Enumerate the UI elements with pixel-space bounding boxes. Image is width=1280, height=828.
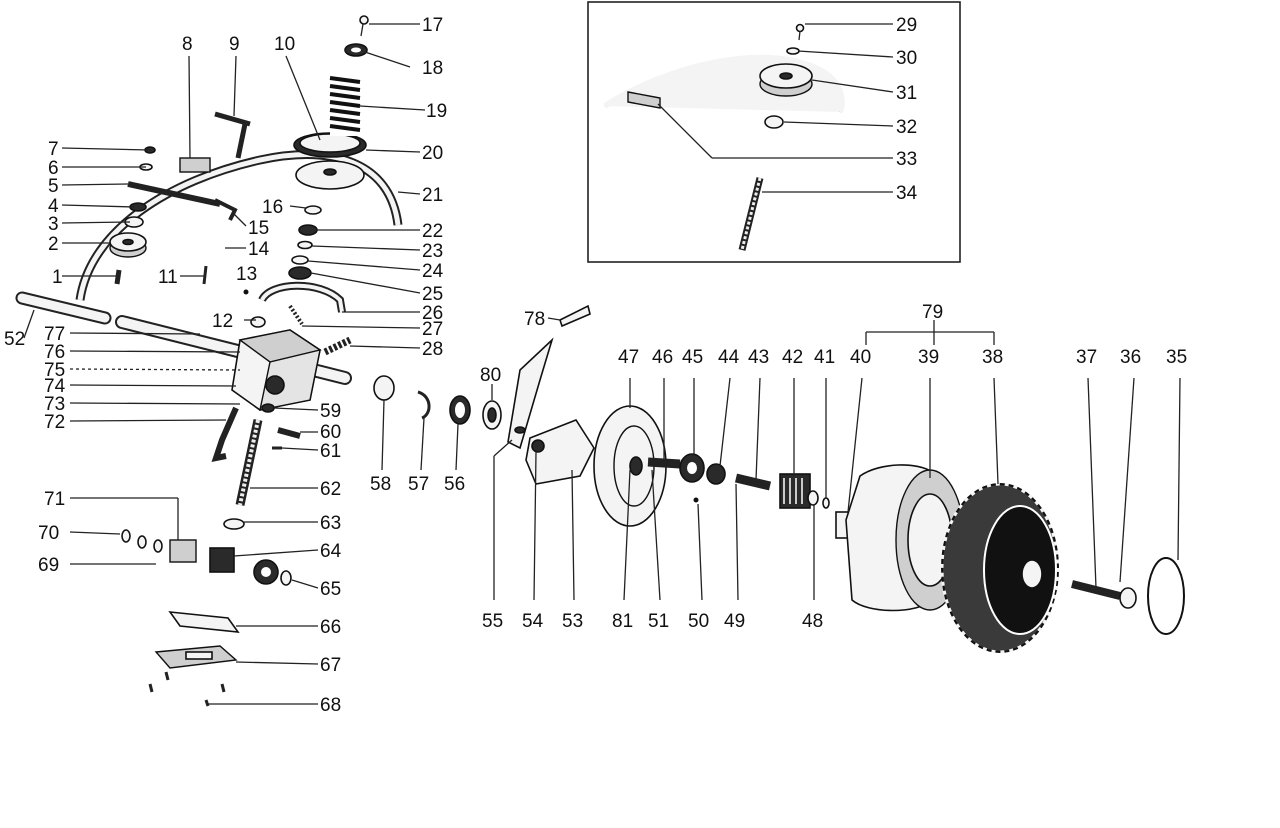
part-label-63: 63 [320, 513, 341, 534]
part-label-55: 55 [482, 611, 503, 632]
part-label-68: 68 [320, 695, 341, 716]
part-label-80: 80 [480, 365, 501, 386]
part-label-19: 19 [426, 101, 447, 122]
part-label-11: 11 [158, 267, 178, 288]
part-label-54: 54 [522, 611, 544, 632]
part-label-38: 38 [982, 347, 1003, 368]
part-label-22: 22 [422, 221, 443, 242]
part-label-59: 59 [320, 401, 341, 422]
part-label-16: 16 [262, 197, 283, 218]
part-label-43: 43 [748, 347, 769, 368]
part-label-45: 45 [682, 347, 703, 368]
part-label-9: 9 [229, 34, 240, 55]
part-label-12: 12 [212, 311, 233, 332]
part-label-51: 51 [648, 611, 669, 632]
part-label-20: 20 [422, 143, 443, 164]
part-label-10: 10 [274, 34, 295, 55]
part-label-79: 79 [922, 302, 943, 323]
part-label-71: 71 [44, 489, 65, 510]
part-label-77: 77 [44, 324, 65, 345]
part-label-44: 44 [718, 347, 740, 368]
part-label-3: 3 [48, 214, 59, 235]
part-label-26: 26 [422, 303, 443, 324]
axle-housing [15, 291, 352, 707]
mid-parts [373, 304, 830, 527]
part-label-8: 8 [182, 34, 193, 55]
part-label-48: 48 [802, 611, 823, 632]
part-label-67: 67 [320, 655, 341, 676]
wheel-assembly [835, 464, 1185, 654]
part-label-50: 50 [688, 611, 709, 632]
part-label-14: 14 [248, 239, 270, 260]
part-label-53: 53 [562, 611, 583, 632]
part-label-29: 29 [896, 15, 917, 36]
part-label-74: 74 [44, 376, 66, 397]
part-label-21: 21 [422, 185, 443, 206]
inset-detail-box [587, 1, 961, 263]
part-label-17: 17 [422, 15, 443, 36]
part-labels: 1 2 3 4 5 6 7 8 9 10 11 12 13 14 15 16 1… [4, 15, 1187, 716]
part-label-64: 64 [320, 541, 342, 562]
part-label-33: 33 [896, 149, 917, 170]
part-label-58: 58 [370, 474, 391, 495]
part-label-25: 25 [422, 284, 443, 305]
part-label-40: 40 [850, 347, 871, 368]
part-label-61: 61 [320, 441, 341, 462]
part-label-37: 37 [1076, 347, 1097, 368]
part-label-24: 24 [422, 261, 444, 282]
part-label-42: 42 [782, 347, 803, 368]
part-label-36: 36 [1120, 347, 1141, 368]
part-label-6: 6 [48, 158, 59, 179]
part-label-52: 52 [4, 329, 25, 350]
part-label-7: 7 [48, 139, 59, 160]
part-label-32: 32 [896, 117, 917, 138]
part-label-30: 30 [896, 48, 917, 69]
part-label-2: 2 [48, 234, 59, 255]
part-label-69: 69 [38, 555, 59, 576]
part-label-23: 23 [422, 241, 443, 262]
part-label-57: 57 [408, 474, 429, 495]
part-label-81: 81 [612, 611, 633, 632]
part-label-62: 62 [320, 479, 341, 500]
part-label-73: 73 [44, 394, 65, 415]
part-label-28: 28 [422, 339, 443, 360]
part-label-13: 13 [236, 264, 257, 285]
part-label-60: 60 [320, 422, 341, 443]
part-label-75: 75 [44, 360, 65, 381]
part-label-76: 76 [44, 342, 65, 363]
part-label-49: 49 [724, 611, 745, 632]
handle-assembly [75, 15, 403, 328]
part-label-34: 34 [896, 183, 918, 204]
part-label-31: 31 [896, 83, 917, 104]
part-label-46: 46 [652, 347, 673, 368]
part-label-65: 65 [320, 579, 341, 600]
part-label-66: 66 [320, 617, 341, 638]
part-label-4: 4 [48, 196, 59, 217]
part-label-72: 72 [44, 412, 65, 433]
part-label-27: 27 [422, 319, 443, 340]
part-label-18: 18 [422, 58, 443, 79]
part-label-56: 56 [444, 474, 465, 495]
part-label-78: 78 [524, 309, 545, 330]
part-label-15: 15 [248, 218, 269, 239]
part-label-39: 39 [918, 347, 939, 368]
part-label-35: 35 [1166, 347, 1187, 368]
part-label-47: 47 [618, 347, 639, 368]
part-label-41: 41 [814, 347, 835, 368]
part-label-5: 5 [48, 176, 59, 197]
part-label-1: 1 [52, 267, 63, 288]
leader-lines [23, 23, 1181, 705]
part-label-70: 70 [38, 523, 59, 544]
